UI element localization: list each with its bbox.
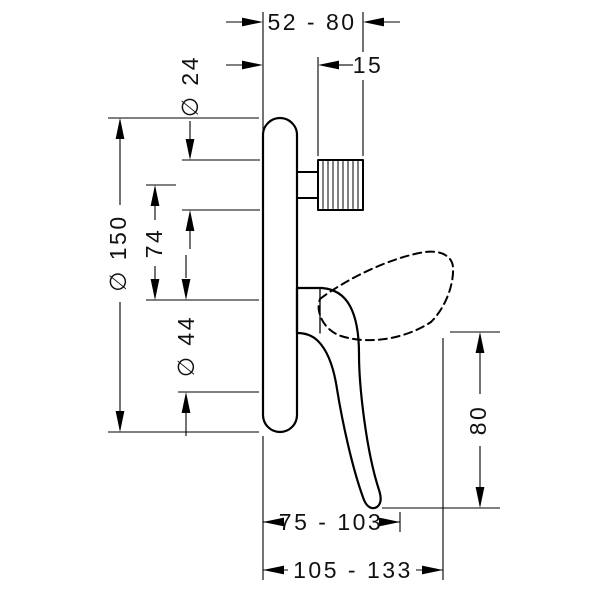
label-handle-travel: 80 (465, 405, 491, 436)
cartridge-spindle (296, 159, 364, 211)
dimension-handle-travel (475, 332, 485, 508)
wall-plate (261, 116, 299, 434)
dimension-overall-depth (263, 565, 443, 575)
label-handle-depth: 75 - 103 (279, 509, 383, 535)
label-plate-diameter: ∅ 150 (105, 214, 131, 291)
dimension-axis-distance (150, 185, 160, 300)
knurl-texture-lines (322, 161, 359, 209)
label-spindle-depth: 52 - 80 (267, 9, 356, 35)
extension-lines (108, 12, 500, 580)
label-axis-distance: 74 (141, 228, 167, 259)
dimension-spindle-length (226, 60, 353, 70)
dimension-handle-depth (263, 517, 400, 527)
label-overall-depth: 105 - 133 (293, 557, 413, 583)
label-spindle-length: 15 (353, 52, 384, 78)
dimension-plate-diameter (115, 118, 125, 432)
lever-handle-open-dashed (317, 250, 455, 342)
dimension-hub-diameter (181, 255, 191, 436)
dimension-spindle-diameter (185, 121, 195, 249)
dimension-labels: 52 - 80 15 ∅ 24 ∅ 150 74 ∅ 44 80 75 - 10… (105, 9, 491, 583)
dimension-spindle-depth (226, 17, 400, 27)
label-spindle-diameter: ∅ 24 (177, 55, 203, 117)
label-hub-diameter: ∅ 44 (173, 315, 199, 377)
